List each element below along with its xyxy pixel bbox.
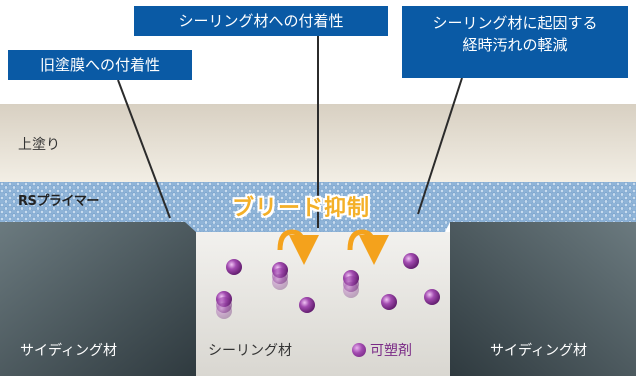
- leader-stain: [417, 77, 463, 215]
- sealant-label: シーリング材: [208, 343, 292, 359]
- callout-old-coating-adhesion: 旧塗膜への付着性: [8, 50, 192, 80]
- plasticizer-legend: 可塑剤: [352, 340, 412, 360]
- siding-right-label: サイディング材: [490, 343, 588, 359]
- bleed-arrow-left: [277, 229, 319, 265]
- callout-stain-line2: 経時汚れの軽減: [462, 36, 568, 54]
- plasticizer-legend-label: 可塑剤: [370, 343, 412, 359]
- plasticizer-molecule: [272, 274, 288, 290]
- bleed-suppression-title: ブリード抑制: [232, 196, 371, 221]
- siding-left: [0, 222, 196, 376]
- bleed-arrow-right: [347, 229, 389, 265]
- topcoat-label: 上塗り: [18, 137, 60, 153]
- plasticizer-molecule: [343, 282, 359, 298]
- plasticizer-molecule: [381, 294, 397, 310]
- plasticizer-molecules: [216, 253, 440, 319]
- siding-left-label: サイディング材: [20, 343, 118, 359]
- siding-right: [450, 222, 636, 376]
- plasticizer-molecule: [226, 259, 242, 275]
- leader-old-coating: [117, 79, 171, 219]
- plasticizer-molecule: [424, 289, 440, 305]
- callout-sealant-adhesion-text: シーリング材への付着性: [178, 12, 344, 30]
- primer-label: RSプライマー: [18, 194, 99, 209]
- plasticizer-molecule: [216, 303, 232, 319]
- callout-stain-line1: シーリング材に起因する: [432, 14, 598, 32]
- callout-old-coating-adhesion-text: 旧塗膜への付着性: [39, 56, 160, 74]
- plasticizer-molecule: [403, 253, 419, 269]
- plasticizer-molecule: [299, 297, 315, 313]
- callout-sealant-adhesion: シーリング材への付着性: [134, 6, 388, 36]
- callout-stain-reduction: シーリング材に起因する 経時汚れの軽減: [402, 6, 628, 78]
- plasticizer-legend-icon: [352, 343, 366, 357]
